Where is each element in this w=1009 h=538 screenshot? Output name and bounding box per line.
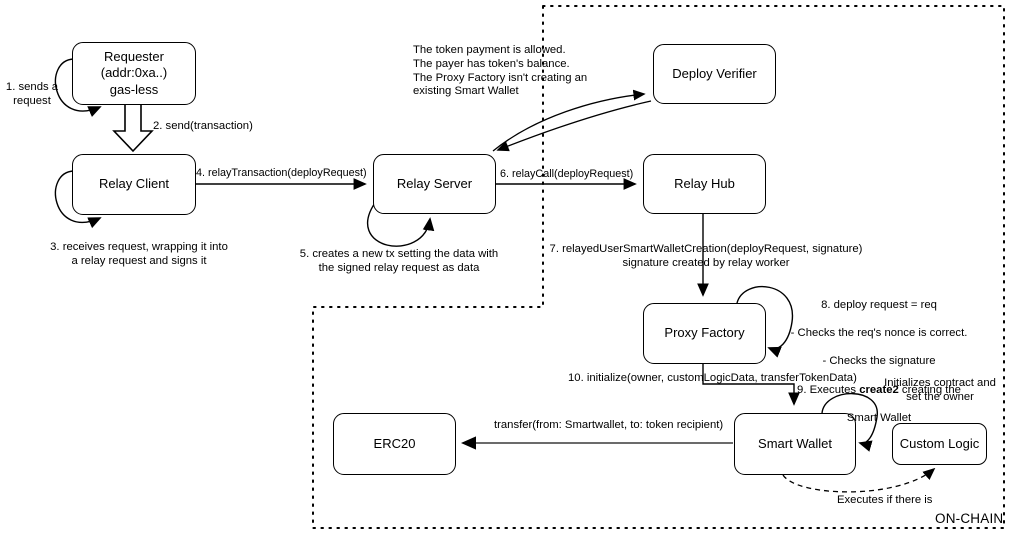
node-custom-logic: Custom Logic [892, 423, 987, 465]
note-initializes-owner: Initializes contract and set the owner [884, 377, 996, 403]
label-onchain-region: ON-CHAIN [935, 511, 1004, 526]
note-factory-checks: 8. deploy request = req - Checks the req… [768, 284, 990, 439]
loop-relay-server [367, 199, 435, 247]
label-step4-relay-transaction: 4. relayTransaction(deployRequest) [196, 167, 367, 179]
label-transfer-call: transfer(from: Smartwallet, to: token re… [494, 419, 724, 431]
note-factory-line1: 8. deploy request = req [821, 298, 937, 311]
loop-smart-wallet [821, 392, 878, 452]
note-verifier-checks: The token payment is allowed. The payer … [413, 44, 588, 98]
node-deploy-verifier: Deploy Verifier [653, 44, 776, 104]
note-factory-line4: 9. Executes create2 creating the [797, 383, 961, 396]
note-factory-line3: - Checks the signature [822, 355, 936, 368]
arrow-executes-custom-logic [782, 467, 936, 493]
label-step6-relay-call: 6. relayCall(deployRequest) [500, 168, 634, 180]
loop-proxy-factory [736, 285, 794, 358]
label-step2-send-transaction: 2. send(transaction) [153, 120, 253, 132]
node-requester: Requester (addr:0xa..) gas-less [72, 42, 196, 105]
loop-requester [54, 58, 102, 117]
arrow-verifier-to-server [496, 100, 652, 152]
label-executes-if-there-is: Executes if there is [837, 494, 933, 506]
loop-relay-client [54, 170, 102, 229]
node-relay-client: Relay Client [72, 154, 196, 215]
arrow-initialize [702, 362, 800, 406]
label-step1-sends-request: 1. sends a request [5, 81, 59, 107]
label-step10-initialize: 10. initialize(owner, customLogicData, t… [568, 372, 857, 384]
arrow-send-transaction [112, 103, 154, 153]
node-relay-server: Relay Server [373, 154, 496, 214]
label-step3-receives-request: 3. receives request, wrapping it into a … [50, 241, 228, 267]
onchain-boundary [312, 5, 1005, 529]
node-erc20: ERC20 [333, 413, 456, 475]
node-relay-hub: Relay Hub [643, 154, 766, 214]
label-step7-relayed-creation: 7. relayedUserSmartWalletCreation(deploy… [549, 243, 863, 269]
note-factory-line2: - Checks the req's nonce is correct. [790, 327, 968, 340]
node-smart-wallet: Smart Wallet [734, 413, 856, 475]
node-proxy-factory: Proxy Factory [643, 303, 766, 364]
arrow-server-to-verifier [492, 89, 646, 152]
label-step5-creates-tx: 5. creates a new tx setting the data wit… [299, 248, 499, 274]
note-factory-line5: Smart Wallet [846, 411, 912, 424]
